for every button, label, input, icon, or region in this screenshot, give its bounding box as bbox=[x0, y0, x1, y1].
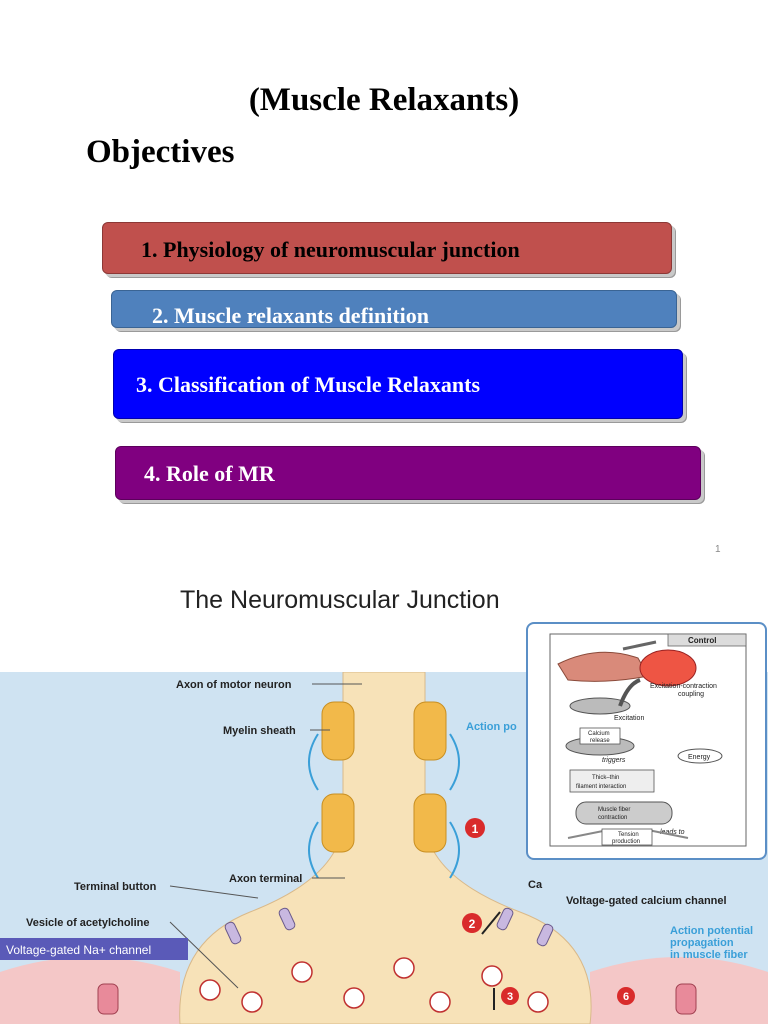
ca-channel-4 bbox=[536, 923, 554, 947]
step-circle-3 bbox=[501, 987, 519, 1005]
inset-calcium-1: Calcium bbox=[588, 731, 610, 737]
ap-arc-left-1 bbox=[308, 733, 319, 791]
arrow-ca-influx bbox=[481, 911, 501, 935]
label-myelin: Myelin sheath bbox=[223, 725, 296, 737]
page-number: 1 bbox=[715, 544, 721, 555]
inset-ec-1: Excitation-contraction bbox=[650, 683, 717, 690]
objective-3: 3. Classification of Muscle Relaxants bbox=[113, 349, 683, 419]
vesicle bbox=[393, 957, 415, 979]
excitation-shape bbox=[569, 697, 631, 715]
objective-1-label: 1. Physiology of neuromuscular junction bbox=[141, 237, 520, 262]
inset-thick-2: filament interaction bbox=[576, 784, 626, 790]
ca-channel-1 bbox=[224, 921, 242, 945]
ec-coupling-inset: Control Excitation-contraction coupling … bbox=[526, 622, 767, 860]
vesicle bbox=[429, 991, 451, 1013]
vesicle bbox=[291, 961, 313, 983]
vesicle bbox=[241, 991, 263, 1013]
label-ap-propagation-1: Action potential bbox=[670, 925, 753, 937]
step-circle-6 bbox=[617, 987, 635, 1005]
na-channel-label-box bbox=[0, 938, 188, 960]
inset-energy: Energy bbox=[688, 754, 711, 761]
inset-tension-1: Tension bbox=[618, 832, 639, 838]
step-2-label: 2 bbox=[469, 917, 476, 931]
vesicle bbox=[527, 991, 549, 1013]
label-ca-channel: Voltage-gated calcium channel bbox=[566, 895, 727, 907]
step-circle-1 bbox=[465, 818, 485, 838]
label-axon: Axon of motor neuron bbox=[176, 679, 292, 691]
inset-thick-1: Thick–thin bbox=[592, 775, 619, 781]
step-6-label: 6 bbox=[623, 991, 629, 1003]
label-terminal-button: Terminal button bbox=[74, 881, 157, 893]
myelin-sheath-left-1 bbox=[321, 701, 355, 761]
inset-fiber-1: Muscle fiber bbox=[598, 807, 630, 813]
myelin-sheath-left-2 bbox=[321, 793, 355, 853]
inset-calcium-2: release bbox=[590, 738, 610, 744]
ap-arc-right-2 bbox=[449, 821, 460, 879]
muscle-cross-section bbox=[639, 649, 697, 687]
ca-channel-2 bbox=[278, 907, 296, 931]
label-ap-propagation-2: propagation bbox=[670, 937, 734, 949]
label-vesicle: Vesicle of acetylcholine bbox=[26, 917, 150, 929]
inset-ec-2: coupling bbox=[678, 691, 704, 698]
inset-header: Control bbox=[688, 636, 716, 645]
ap-arc-right-1 bbox=[449, 733, 460, 791]
tension-box bbox=[601, 828, 653, 846]
muscle-fiber-shape bbox=[575, 801, 673, 825]
objective-2-label: 2. Muscle relaxants definition bbox=[152, 303, 430, 328]
figure-title: The Neuromuscular Junction bbox=[180, 586, 500, 614]
label-na-channel: Voltage-gated Na+ channel bbox=[6, 943, 151, 957]
axon-terminal-shape bbox=[179, 672, 592, 1024]
slide-subtitle: Objectives bbox=[86, 134, 235, 170]
myelin-sheath-right-1 bbox=[413, 701, 447, 761]
filament-shape bbox=[569, 769, 655, 793]
step-3-label: 3 bbox=[507, 991, 513, 1003]
step-1-label: 1 bbox=[472, 822, 479, 836]
na-channel-right bbox=[675, 983, 697, 1015]
inset-excitation: Excitation bbox=[614, 715, 644, 722]
inset-fiber-2: contraction bbox=[598, 815, 627, 821]
inset-leads: leads to bbox=[660, 829, 685, 836]
myelin-sheath-right-2 bbox=[413, 793, 447, 853]
label-action-po: Action po bbox=[466, 721, 517, 733]
slide-title: (Muscle Relaxants) bbox=[248, 82, 520, 118]
label-axon-terminal: Axon terminal bbox=[229, 873, 302, 885]
na-channel-left bbox=[97, 983, 119, 1015]
ec-coupling-diagram: Control Excitation-contraction coupling … bbox=[549, 633, 747, 847]
step-circle-2 bbox=[462, 913, 482, 933]
objective-1: 1. Physiology of neuromuscular junction bbox=[102, 222, 672, 274]
objective-4: 4. Role of MR bbox=[115, 446, 701, 500]
objective-3-label: 3. Classification of Muscle Relaxants bbox=[136, 372, 481, 397]
muscle-fiber-left bbox=[0, 957, 180, 1024]
inset-triggers: triggers bbox=[602, 757, 626, 764]
objective-2: 2. Muscle relaxants definition bbox=[111, 290, 677, 328]
inset-tension-2: production bbox=[612, 839, 640, 845]
ca-channel-3 bbox=[496, 907, 514, 931]
label-ap-propagation-3: in muscle fiber bbox=[670, 949, 748, 961]
vesicle bbox=[199, 979, 221, 1001]
vesicle bbox=[481, 965, 503, 987]
ap-arc-left-2 bbox=[308, 821, 319, 879]
label-ca: Ca bbox=[528, 879, 543, 891]
vesicle bbox=[343, 987, 365, 1009]
objective-4-label: 4. Role of MR bbox=[144, 461, 275, 486]
